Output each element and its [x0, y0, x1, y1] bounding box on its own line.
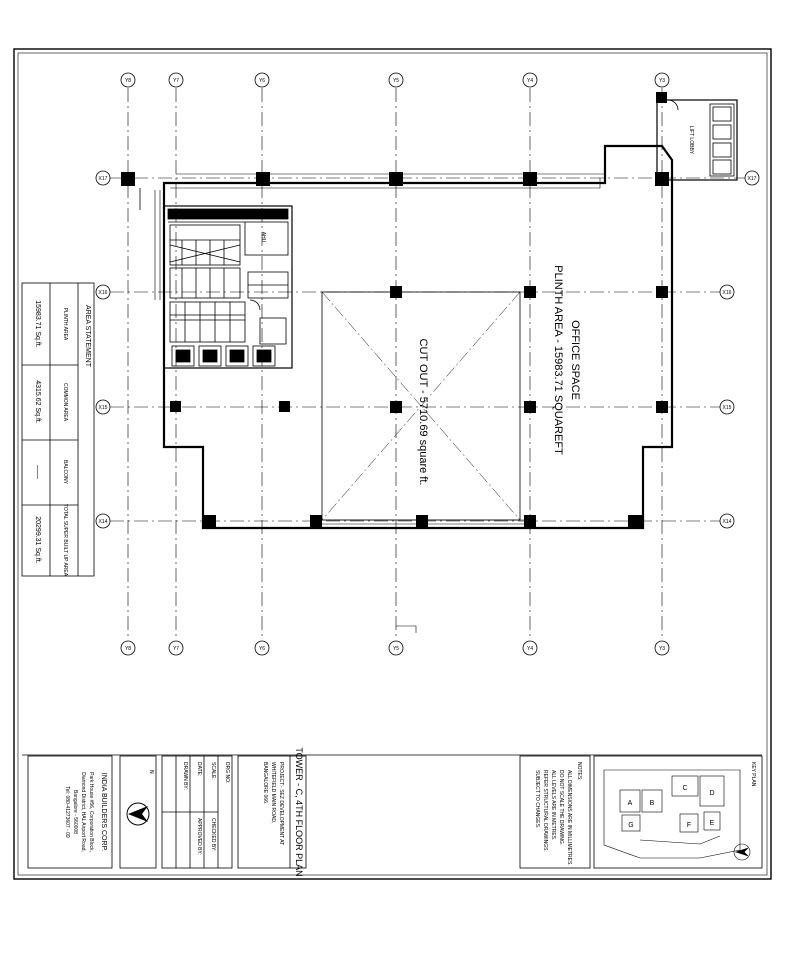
- grid-bubble-label: X14: [99, 519, 108, 525]
- key-plan-block: B: [650, 800, 655, 807]
- grid-bubbles-bottom: Y8 Y7 Y6 Y5 Y4 Y3: [120, 640, 670, 656]
- grid-bubble-label: Y6: [259, 646, 265, 652]
- service-core: [163, 205, 293, 369]
- grid-bubble-label: Y5: [393, 78, 399, 84]
- building-outline: [139, 144, 674, 530]
- key-plan-block: G: [628, 822, 633, 829]
- project-line: BANGALORE 066.: [262, 762, 268, 804]
- grid-bubble-label: Y6: [259, 78, 265, 84]
- grid-bubble-label: X15: [723, 405, 732, 411]
- grid-bubble-label: Y8: [125, 646, 131, 652]
- note-line: ALL DIMENSIONS ARE IN MILLIMETRES.: [566, 770, 572, 866]
- notes-heading: NOTES:: [576, 762, 582, 781]
- meta-field: DRG NO:: [224, 762, 230, 783]
- grid-bubble-label: X16: [99, 290, 108, 296]
- note-line: REFER STRUCTURAL DRAWINGS.: [542, 770, 548, 852]
- section-marker: [396, 625, 417, 633]
- area-statement-heading: AREA STATEMENT: [84, 305, 91, 368]
- area-header-balcony: BALCONY: [62, 460, 68, 485]
- plinth-area-label: PLINTH AREA - 15983.71 SQUAREFT: [552, 265, 564, 455]
- area-value-balcony: ——: [34, 465, 41, 479]
- note-line: DO NOT SCALE THE DRAWING.: [558, 770, 564, 845]
- note-line: ALL LEVELS ARE IN METRES.: [550, 770, 556, 840]
- company-address-line: Diamond District, HAL Airport Road,: [80, 772, 86, 852]
- company-address-line: Park House #56, Corporation Block,: [88, 772, 94, 852]
- grid-bubble-label: X16: [723, 290, 732, 296]
- title-block: [22, 754, 763, 869]
- meta-field: APPROVED BY:: [196, 818, 202, 855]
- grid-bubble-label: X15: [99, 405, 108, 411]
- project-line: PROJECT:- SEZ DEVELOPMENT AT: [278, 762, 284, 845]
- project-line: WHITEFIELD MAIN ROAD,: [270, 762, 276, 823]
- grid-bubble-label: Y3: [659, 78, 665, 84]
- area-value-common: 4315.62 Sq.ft.: [34, 380, 41, 424]
- grid-bubble-label: Y8: [125, 78, 131, 84]
- grid-bubble-label: Y3: [659, 646, 665, 652]
- lift-lobby-label: LIFT LOBBY: [688, 126, 694, 155]
- grid-bubble-label: Y4: [527, 646, 533, 652]
- key-plan-block: A: [628, 800, 633, 807]
- meta-field: CHECKED BY:: [210, 818, 216, 852]
- area-statement-table: [21, 282, 95, 577]
- area-header-total: TOTAL SUPER BUILT UP AREA: [62, 504, 68, 577]
- grid-bubble-label: X17: [748, 176, 757, 182]
- key-plan-label: KEY PLAN: [750, 762, 756, 787]
- grid-bubble-label: X17: [99, 176, 108, 182]
- key-plan-block: D: [709, 790, 714, 797]
- key-plan-block: F: [687, 822, 691, 829]
- meta-field: DATE:: [196, 762, 202, 776]
- key-plan-block: E: [710, 820, 715, 827]
- outer-border: [13, 48, 772, 880]
- cut-out-label: CUT OUT - 5710.69 square ft.: [417, 339, 429, 486]
- structural-columns: [121, 92, 669, 527]
- grid-bubble-label: X14: [723, 519, 732, 525]
- lift-lobby: [656, 99, 738, 181]
- area-header-common: COMMON AREA: [62, 383, 68, 422]
- office-space-title: OFFICE SPACE: [569, 320, 581, 400]
- meta-field: SCALE:: [210, 762, 216, 780]
- area-header-plinth: PLINTH AREA: [62, 308, 68, 341]
- grid-bubble-label: Y4: [527, 78, 533, 84]
- inner-border: [17, 52, 768, 876]
- key-plan-block: C: [682, 785, 687, 792]
- company-name: INDIA BUILDERS CORP.: [100, 773, 107, 852]
- area-value-plinth: 15983.71 Sq.ft.: [34, 300, 41, 348]
- north-label: N: [148, 770, 154, 774]
- grid-bubbles-right: X17 X16 X15 X14: [719, 170, 760, 529]
- drawing-title: TOWER - C, 4TH FLOOR PLAN: [294, 747, 304, 876]
- grid-bubble-label: Y7: [173, 78, 179, 84]
- ahu-label: AHU: [260, 232, 266, 243]
- company-address-line: Bangalore - 560008: [72, 790, 78, 834]
- company-address-line: Tel: 080-41273607 - 09: [64, 786, 70, 838]
- key-plan: [603, 769, 751, 861]
- grid-bubbles-left: X17 X16 X15 X14: [95, 170, 111, 529]
- meta-field: DRAWN BY:: [182, 762, 188, 790]
- grid-bubble-label: Y7: [173, 646, 179, 652]
- grid-bubble-label: Y5: [393, 646, 399, 652]
- north-arrow-icon: [126, 802, 150, 826]
- note-line: SUBJECT TO CHANGES.: [534, 770, 540, 828]
- area-value-total: 20299.31 Sq.ft.: [34, 516, 41, 564]
- grid-bubbles-top: Y8 Y7 Y6 Y5 Y4 Y3: [120, 72, 670, 88]
